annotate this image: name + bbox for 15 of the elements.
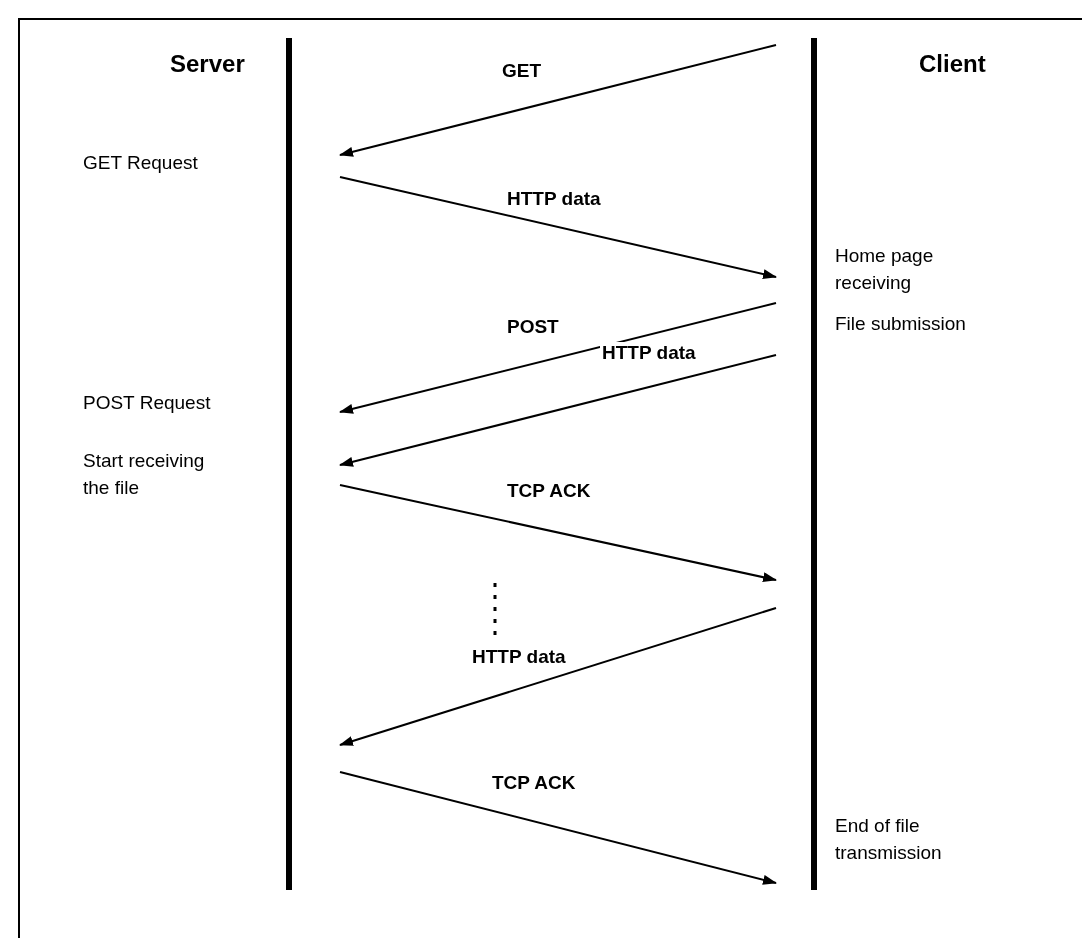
message-arrow	[339, 607, 777, 746]
event-note: Home page receiving	[835, 244, 935, 295]
lifeline-title: Client	[919, 50, 986, 78]
event-note: End of file transmission	[835, 814, 943, 865]
message-arrow	[339, 771, 777, 885]
event-note: GET Request	[83, 151, 199, 175]
message-arrow	[339, 302, 777, 414]
event-note: File submission	[835, 312, 967, 336]
message-arrow	[339, 44, 777, 157]
lifeline-title: Server	[170, 50, 245, 78]
message-arrow	[339, 176, 777, 279]
message-arrow	[339, 354, 777, 467]
event-note: POST Request	[83, 391, 212, 415]
message-arrow	[339, 484, 777, 583]
event-note: Start receiving the file	[83, 449, 206, 500]
